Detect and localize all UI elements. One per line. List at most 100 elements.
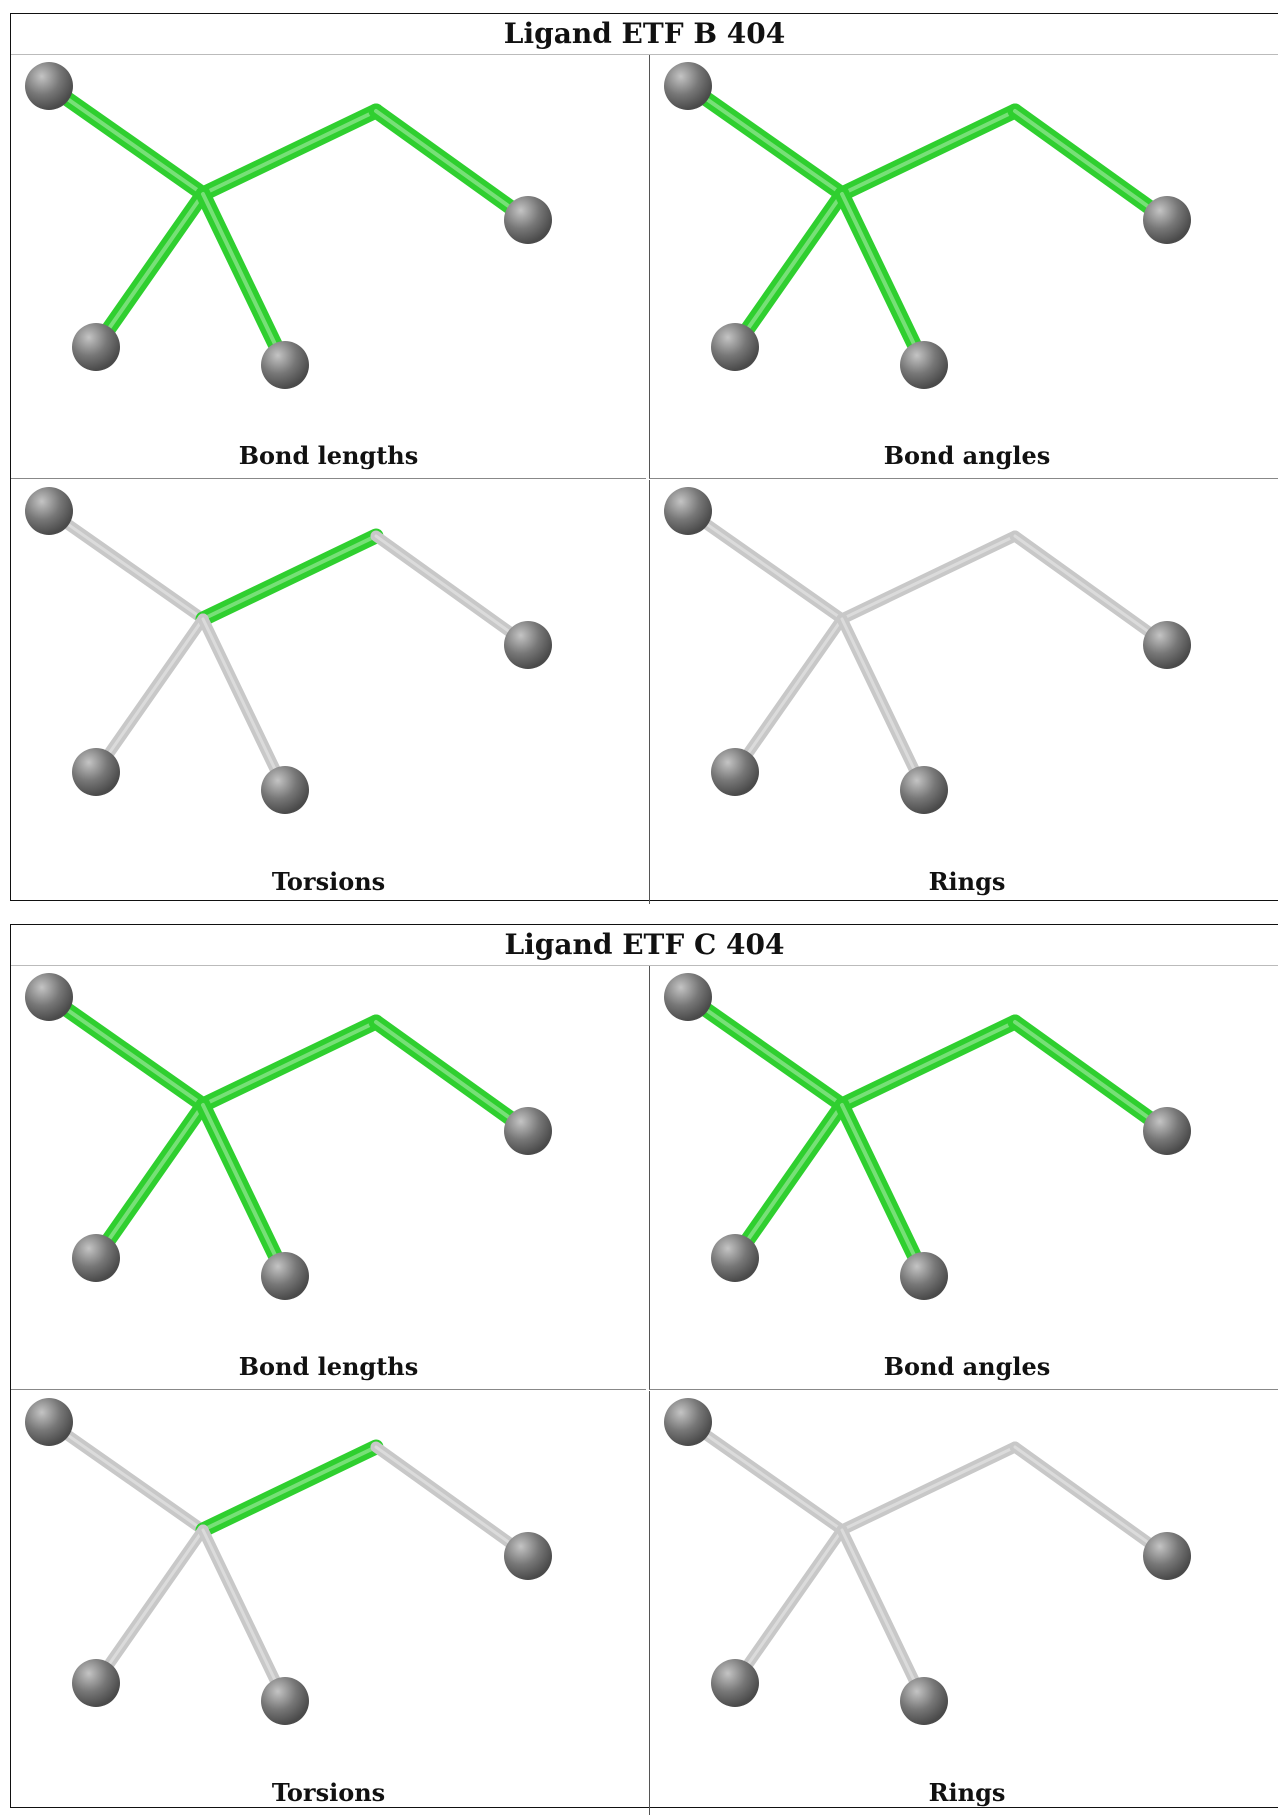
panel-caption: Torsions xyxy=(271,867,386,896)
atom-F xyxy=(900,1677,948,1725)
bond-highlight xyxy=(1013,109,1169,222)
panel-torsions: Torsions xyxy=(11,1391,646,1815)
atom-A xyxy=(664,487,712,535)
bond-highlight xyxy=(733,617,844,774)
bond-C-D xyxy=(370,530,534,651)
atom-D xyxy=(504,1107,552,1155)
table-title: Ligand ETF C 404 xyxy=(11,925,1278,966)
bond-highlight xyxy=(201,192,287,367)
bond-A-B xyxy=(680,989,850,1113)
bond-highlight xyxy=(374,1445,530,1558)
bond-highlight xyxy=(686,509,844,621)
atom-E xyxy=(711,748,759,796)
atom-D xyxy=(1143,1532,1191,1580)
bond-highlight xyxy=(840,1445,1017,1532)
bond-highlight xyxy=(201,1528,287,1703)
bond-highlight xyxy=(686,995,844,1107)
bond-highlight xyxy=(201,1445,378,1532)
atom-D xyxy=(504,621,552,669)
molecule-image xyxy=(25,62,552,389)
panel-bond-lengths: Bond lengths xyxy=(11,55,646,479)
bond-B-E xyxy=(88,1097,211,1266)
molecule-image xyxy=(25,1398,552,1725)
bond-highlight xyxy=(374,109,530,222)
bond-highlight xyxy=(840,534,1017,621)
bond-highlight xyxy=(686,84,844,196)
panel-torsions: Torsions xyxy=(11,480,646,904)
atom-E xyxy=(72,323,120,371)
bond-B-E xyxy=(729,613,848,778)
panel-bond-angles: Bond angles xyxy=(649,55,1278,479)
atom-F xyxy=(261,1252,309,1300)
bond-highlight xyxy=(47,84,205,196)
atom-A xyxy=(664,1398,712,1446)
ligand-table-c-404: Ligand ETF C 404 Bond lengths Bond angle… xyxy=(10,924,1278,1815)
panel-bond-angles: Bond angles xyxy=(649,966,1278,1390)
bond-B-F xyxy=(834,1097,932,1284)
atom-E xyxy=(72,1234,120,1282)
bond-B-F xyxy=(834,186,932,373)
bond-B-C xyxy=(834,1014,1023,1113)
panel-caption: Bond angles xyxy=(883,441,1051,470)
atom-A xyxy=(664,973,712,1021)
atom-D xyxy=(1143,621,1191,669)
panel-rings: Rings xyxy=(649,1391,1278,1815)
panel-rings: Rings xyxy=(649,480,1278,904)
bond-A-B xyxy=(41,989,211,1113)
atom-F xyxy=(261,341,309,389)
bond-B-C xyxy=(836,1441,1021,1536)
atom-E xyxy=(72,1659,120,1707)
bond-highlight xyxy=(94,1103,205,1260)
bond-highlight xyxy=(733,1528,844,1685)
bond-B-E xyxy=(88,186,211,355)
bond-B-C xyxy=(195,528,384,627)
bond-B-C xyxy=(834,103,1023,202)
bond-highlight xyxy=(94,617,205,774)
bond-highlight xyxy=(201,534,378,621)
atom-F xyxy=(900,341,948,389)
bond-highlight xyxy=(201,1103,287,1278)
bond-highlight xyxy=(840,617,926,792)
atom-E xyxy=(711,323,759,371)
atom-D xyxy=(1143,196,1191,244)
atom-A xyxy=(25,1398,73,1446)
bond-A-B xyxy=(680,78,850,202)
bond-highlight xyxy=(94,192,205,349)
panel-caption: Rings xyxy=(928,1778,1006,1807)
panel-caption: Bond lengths xyxy=(238,1352,419,1381)
bond-highlight xyxy=(201,1020,378,1107)
panel-caption: Torsions xyxy=(271,1778,386,1807)
bond-highlight xyxy=(201,109,378,196)
molecule-image xyxy=(664,62,1191,389)
bond-highlight xyxy=(1013,1445,1169,1558)
bond-C-D xyxy=(1007,103,1175,228)
bond-B-F xyxy=(836,613,930,796)
bond-C-D xyxy=(368,1014,536,1139)
bond-B-F xyxy=(195,1097,293,1284)
bond-highlight xyxy=(840,1528,926,1703)
bond-highlight xyxy=(1013,534,1169,647)
bond-C-D xyxy=(370,1441,534,1562)
bond-B-F xyxy=(836,1524,930,1707)
atom-D xyxy=(504,1532,552,1580)
bond-B-F xyxy=(197,613,291,796)
bond-B-F xyxy=(195,186,293,373)
atom-D xyxy=(504,196,552,244)
molecule-image xyxy=(25,973,552,1300)
atom-E xyxy=(711,1234,759,1282)
panel-caption: Bond angles xyxy=(883,1352,1051,1381)
panel-caption: Bond lengths xyxy=(238,441,419,470)
bond-highlight xyxy=(1013,1020,1169,1133)
atom-F xyxy=(900,1252,948,1300)
atom-A xyxy=(25,973,73,1021)
bond-B-C xyxy=(195,1439,384,1538)
molecule-image xyxy=(664,1398,1191,1725)
bond-highlight xyxy=(733,192,844,349)
atom-D xyxy=(1143,1107,1191,1155)
bond-A-B xyxy=(41,78,211,202)
bond-highlight xyxy=(47,1420,205,1532)
bond-A-B xyxy=(682,1416,848,1536)
bond-highlight xyxy=(733,1103,844,1260)
table-title: Ligand ETF B 404 xyxy=(11,14,1278,55)
bond-A-B xyxy=(43,505,209,625)
